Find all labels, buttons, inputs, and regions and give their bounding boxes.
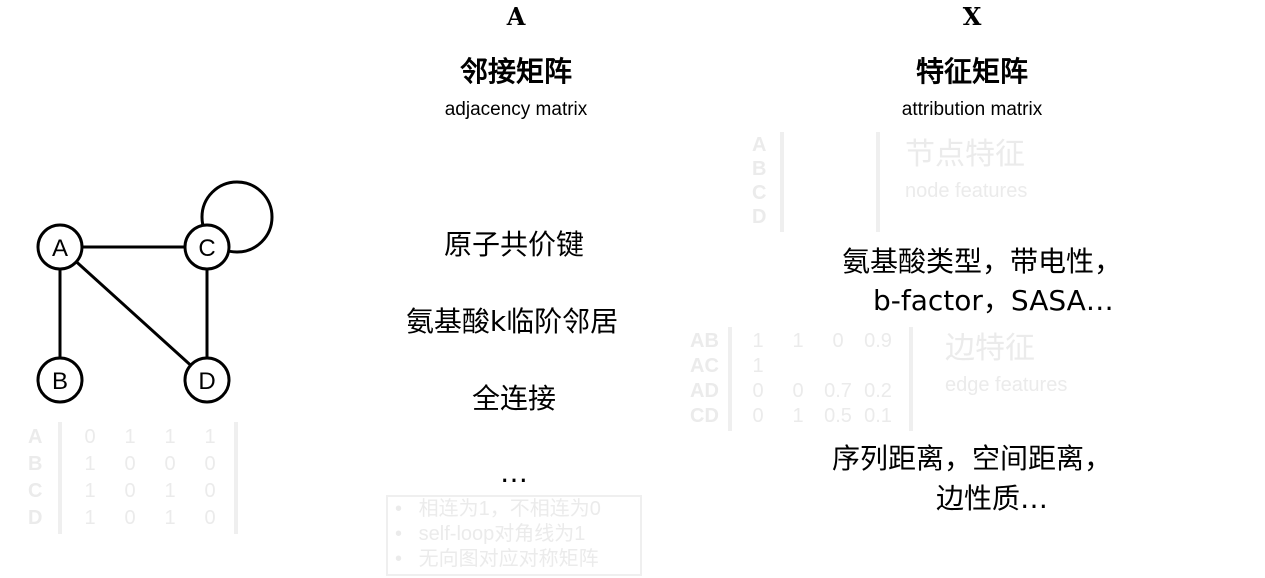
node-feature-line: b-factor，SASA… <box>873 284 1114 317</box>
ghost-row-label: D <box>28 507 43 529</box>
ghost-note: • 相连为1，不相连为0 <box>395 498 601 520</box>
ghost-note: • 无向图对应对称矩阵 <box>395 548 599 570</box>
ghost-node-sub: node features <box>905 180 1028 202</box>
adjacency-item: 氨基酸k临阶邻居 <box>405 305 619 338</box>
adjacency-item: 原子共价键 <box>443 228 585 261</box>
svg-text:B: B <box>52 368 68 395</box>
node-b: B <box>36 356 84 404</box>
edge-a-d <box>58 245 209 382</box>
adjacency-title: 邻接矩阵 <box>459 55 573 88</box>
feature-title: 特征矩阵 <box>915 55 1029 88</box>
graph-diagram: A B C D <box>36 180 274 404</box>
ghost-row-label: D <box>752 206 767 228</box>
svg-text:A: A <box>52 235 68 262</box>
ghost-matrix-bracket <box>58 422 238 534</box>
edge-feature-line: 边性质… <box>936 482 1049 515</box>
ghost-node-label: 节点特征 <box>905 138 1025 171</box>
ghost-row-label: C <box>752 182 767 204</box>
edge-feature-line: 序列距离，空间距离， <box>832 442 1113 475</box>
ghost-row-label: AC <box>690 355 719 377</box>
feature-symbol: X <box>962 2 982 31</box>
ghost-row-label: AB <box>690 330 719 352</box>
ghost-row-label: CD <box>690 405 719 427</box>
ghost-edge-label: 边特征 <box>945 332 1035 365</box>
node-c: C <box>183 223 231 271</box>
adjacency-symbol: A <box>506 2 526 31</box>
svg-text:C: C <box>198 235 215 262</box>
adjacency-subtitle: adjacency matrix <box>444 99 588 120</box>
adjacency-item: 全连接 <box>471 382 557 415</box>
ghost-row-label: B <box>752 158 767 180</box>
ghost-matrix-bracket <box>780 132 880 232</box>
ghost-row-label: B <box>28 453 43 475</box>
ghost-row-label: A <box>752 134 767 156</box>
ghost-row-label: AD <box>690 380 719 402</box>
self-loop-c <box>200 180 274 254</box>
ghost-matrix-row: 1 <box>752 355 764 377</box>
ghost-note: • self-loop对角线为1 <box>395 523 586 545</box>
ghost-matrix-bracket <box>728 327 913 431</box>
adjacency-item: … <box>500 456 528 489</box>
node-feature-line: 氨基酸类型，带电性， <box>842 245 1123 278</box>
node-a: A <box>36 223 84 271</box>
feature-subtitle: attribution matrix <box>901 99 1043 120</box>
ghost-row-label: A <box>28 426 43 448</box>
ghost-row-label: C <box>28 480 43 502</box>
ghost-edge-sub: edge features <box>945 374 1068 396</box>
ghost-notes-box <box>386 495 642 576</box>
svg-text:D: D <box>198 368 215 395</box>
node-d: D <box>183 356 231 404</box>
